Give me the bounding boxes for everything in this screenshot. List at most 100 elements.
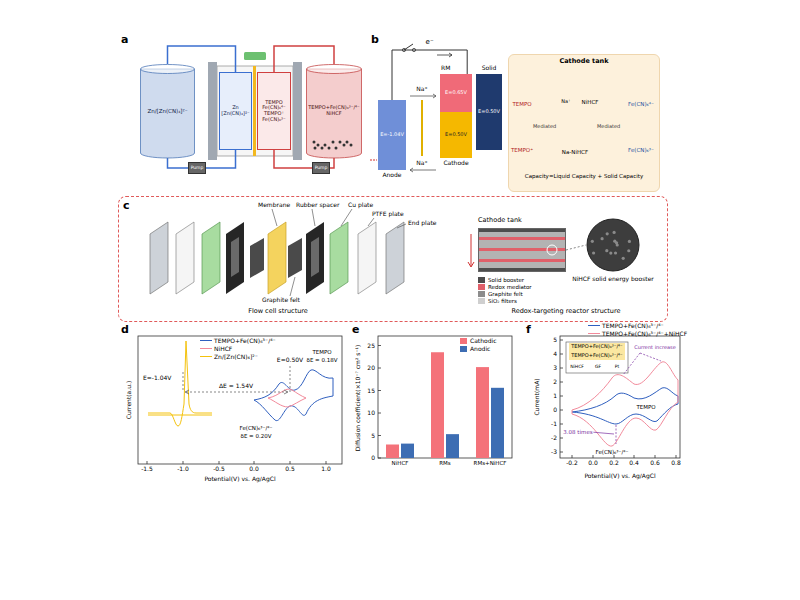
solid-level-bar: SolidE=0.50V [476, 74, 502, 150]
inset-electrolyte [569, 343, 625, 360]
part-label: Cu plate [348, 202, 373, 209]
particle-speckle [609, 252, 612, 255]
particle-speckle [591, 240, 594, 243]
annotation-line [616, 353, 661, 444]
axis-title: Current(a.u.) [126, 381, 133, 420]
cv-curve [254, 370, 333, 421]
node-text: Pump [191, 165, 204, 170]
legend-swatch [478, 277, 485, 283]
tank-fill [478, 228, 566, 272]
graphite-felt [288, 238, 302, 278]
legend-text: Anodic [470, 346, 490, 353]
species-label: NiHCF [582, 99, 599, 105]
tick-label: -0.5 [213, 466, 225, 473]
ion-label: Na⁺ [561, 99, 570, 105]
cu-plate [202, 222, 220, 294]
part-label: End plate [408, 220, 437, 227]
legend-text: TEMPO+Fe(CN)₆³⁻/⁴⁻ [602, 323, 664, 330]
node-text: Fe(CN)₆³⁻ [262, 117, 285, 123]
cell-frame [217, 66, 293, 156]
solid-particle [324, 144, 327, 147]
node-text-block: E=0.50V [476, 74, 502, 150]
node-text: Anode [370, 172, 414, 179]
mediator-level-bar: RME=0.65V [440, 74, 472, 112]
legend-line-sample [200, 356, 212, 357]
membrane [253, 66, 256, 156]
tick-label: 10 [367, 410, 375, 417]
ion-label: Na⁺ [416, 86, 427, 93]
tick-label: -0.2 [566, 460, 578, 467]
pump: Pump [312, 162, 330, 174]
tick-label: 1 [553, 393, 557, 400]
reactor-tank: Cathode tank [478, 228, 566, 272]
tick-label: 2 [553, 379, 557, 386]
cv-curve [572, 388, 678, 424]
particle-speckle [614, 251, 617, 254]
node-text: NiHCF [326, 111, 341, 117]
solid-particle [350, 144, 353, 147]
solid-particle [332, 141, 335, 144]
particle-speckle [627, 249, 630, 252]
legend-text: Graphite felt [488, 291, 523, 297]
electrolyte-tank: TEMPO+Fe(CN)₆³⁻/⁴⁻NiHCF [306, 64, 362, 158]
legend-text: Zn/[Zn(CN)₄]²⁻ [214, 354, 258, 361]
inset-label: GF [595, 365, 601, 370]
bar [401, 444, 414, 458]
inset-label: TEMPO+Fe(CN)₆³⁻/⁴⁻ [571, 344, 622, 350]
solid-particle [335, 147, 338, 150]
node-text-block: E=-1.04V [378, 100, 406, 170]
inset-frame [566, 342, 628, 373]
part-label: Membrane [258, 202, 290, 209]
solid-particle [339, 141, 342, 144]
cathode-level-bar: E=0.50VCathode [440, 112, 472, 158]
legend-text: TEMPO+Fe(CN)₆³⁻/⁴⁻ [214, 338, 276, 345]
particle-speckle [628, 240, 631, 243]
legend-line-sample [588, 333, 600, 334]
node-text-block: E=0.65V [440, 74, 472, 112]
plot-frame [378, 336, 512, 458]
annotation-line [591, 432, 614, 434]
ion-arrow [410, 94, 436, 98]
annotation: Current increase [634, 345, 675, 351]
node-text: NiHCF solid energy booster [563, 276, 663, 283]
bar [446, 434, 459, 458]
solid-particle [328, 147, 331, 150]
panel-letter: f [526, 324, 531, 336]
particle-speckle [613, 231, 616, 234]
solid-particle [346, 141, 349, 144]
node-text: Redox-targeting reactor structure [491, 308, 641, 315]
legend-swatch [460, 338, 467, 344]
axis-title: Current(mA) [534, 378, 541, 415]
legend-text: TEMPO+Fe(CN)₆³⁻/⁴⁻+NiHCF [602, 331, 687, 338]
electron-arrow [437, 53, 452, 57]
part-label: Graphite felt [262, 297, 300, 304]
particle-speckle [613, 240, 616, 243]
guide-arrowhead [185, 390, 288, 394]
species-label: TEMPO⁺ [511, 147, 533, 153]
axis-title: Diffusion coefficient(×10⁻⁷ cm² s⁻¹) [355, 345, 362, 452]
legend-text: Solid booster [488, 277, 524, 283]
node-text: Cathode tank [509, 58, 659, 65]
ion-label: Na⁺ [416, 160, 427, 167]
anode-level-bar: E=-1.04VAnode [378, 100, 406, 170]
particle-speckle [622, 257, 625, 260]
potential-marker [370, 160, 377, 161]
category-label: RMs+NiHCF [474, 460, 507, 466]
node-text: E=0.50V [478, 109, 500, 115]
species-label: Na-NiHCF [562, 149, 588, 155]
part-label: Rubber spacer [296, 202, 339, 209]
legend-line-sample [200, 340, 212, 341]
tick-label: 25 [367, 342, 375, 349]
bar [431, 352, 444, 458]
separator [421, 100, 423, 156]
node-text: RM [441, 65, 461, 72]
tick-label: 0 [553, 407, 557, 414]
spacer-window [311, 237, 319, 277]
category-label: RMs [439, 460, 450, 466]
particle-speckle [605, 249, 608, 252]
legend-text: Redox mediator [488, 284, 532, 290]
pipe [330, 158, 334, 168]
clamp [244, 52, 266, 60]
pipe [168, 158, 189, 168]
